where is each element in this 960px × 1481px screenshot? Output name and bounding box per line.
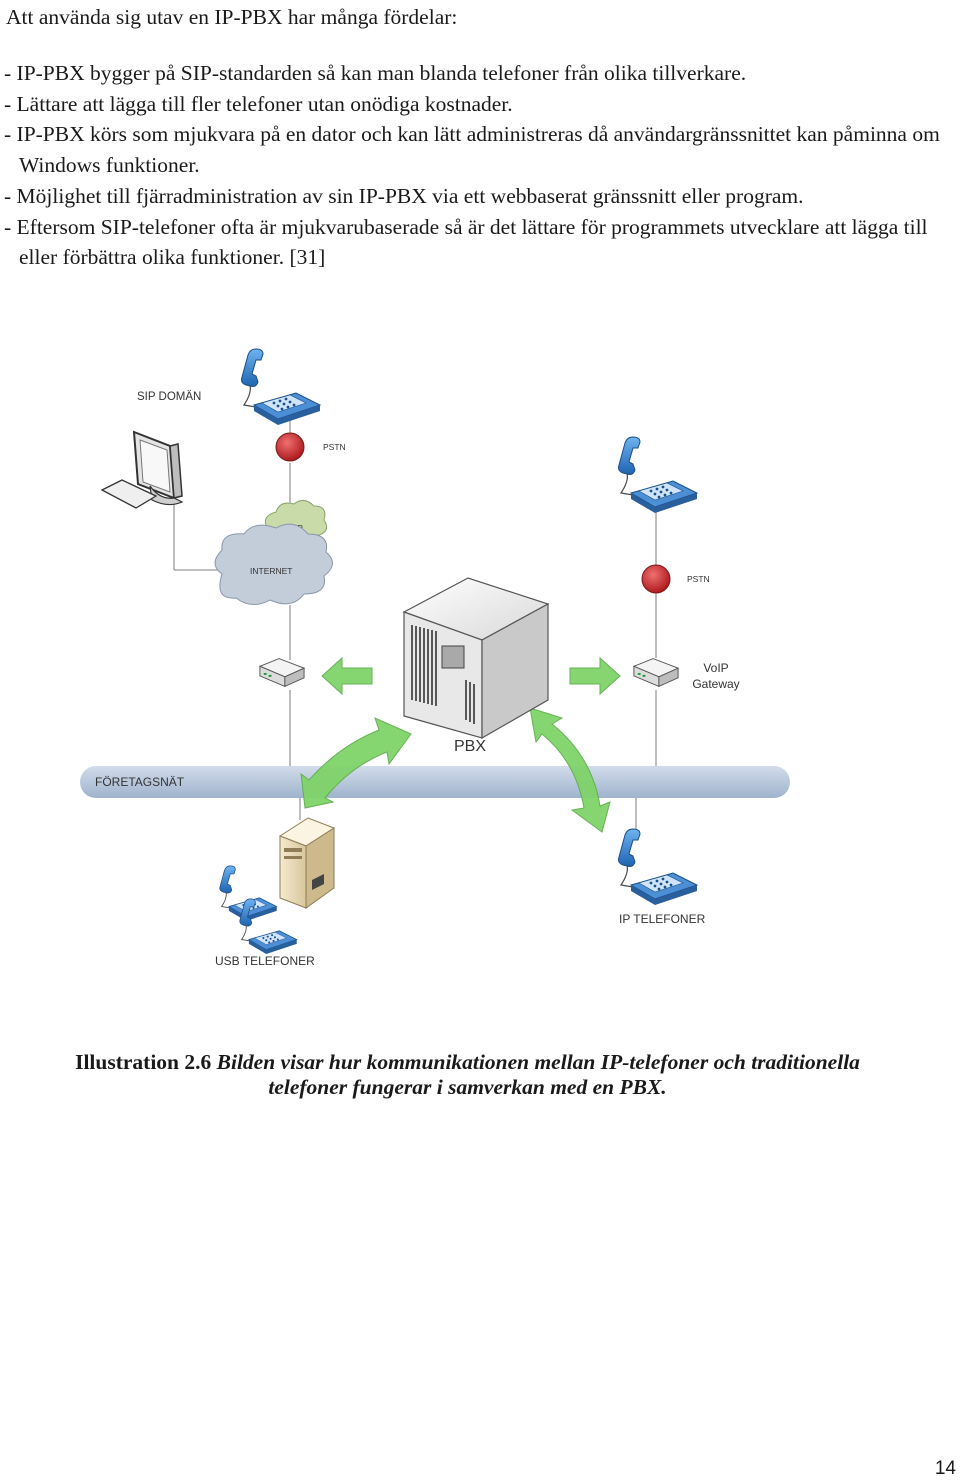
list-item: - IP-PBX bygger på SIP-standarden så kan…	[4, 61, 747, 85]
pstn-top-icon	[275, 432, 305, 462]
right-phone-icon	[617, 436, 698, 513]
network-label: FÖRETAGSNÄT	[95, 775, 185, 789]
voip-label-1: VoIP	[703, 661, 728, 675]
caption-label: Illustration 2.6	[75, 1050, 212, 1074]
list-item: - IP-PBX körs som mjukvara på en dator o…	[4, 122, 940, 178]
internet-label: INTERNET	[250, 566, 293, 576]
pstn-right-label: PSTN	[687, 574, 710, 584]
network-bar	[80, 766, 790, 798]
pstn-top-label: PSTN	[323, 442, 346, 452]
pbx-server-icon	[402, 577, 550, 740]
advantages-list: - IP-PBX bygger på SIP-standarden så kan…	[4, 58, 954, 273]
voip-label-2: Gateway	[692, 677, 739, 691]
usb-server-icon	[278, 817, 336, 909]
usb-phones-label: USB TELEFONER	[215, 954, 315, 968]
arrow-right-head-icon	[569, 656, 621, 696]
sip-phone-icon	[240, 348, 321, 425]
caption-text-2: telefoner fungerar i samverkan med en PB…	[268, 1075, 667, 1099]
caption-text-1: Bilden visar hur kommunikationen mellan …	[216, 1050, 860, 1074]
figure-caption: Illustration 2.6 Bilden visar hur kommun…	[0, 1050, 935, 1100]
intro-text: Att använda sig utav en IP-PBX har många…	[6, 5, 458, 29]
left-router-icon	[259, 658, 305, 687]
voip-gateway-icon	[633, 658, 679, 687]
sip-domain-label: SIP DOMÄN	[137, 391, 201, 403]
pbx-label: PBX	[454, 738, 486, 755]
list-item: - Eftersom SIP-telefoner ofta är mjukvar…	[4, 214, 928, 270]
page-number: 14	[934, 1458, 956, 1479]
network-diagram: FÖRETAGSNÄT SIP DOMÄN PSTN ITSP INTERNET…	[80, 348, 790, 968]
ip-phones-label: IP TELEFONER	[619, 912, 706, 926]
left-arrow-icon	[300, 717, 412, 809]
ip-phone-icon	[617, 828, 698, 905]
list-item: - Lättare att lägga till fler telefoner …	[4, 91, 513, 116]
computer-icon	[100, 430, 184, 509]
pstn-right-icon	[641, 564, 671, 594]
internet-cloud-icon	[214, 523, 333, 605]
arrow-left-head-icon	[321, 656, 373, 696]
list-item: - Möjlighet till fjärradministration av …	[4, 183, 804, 208]
